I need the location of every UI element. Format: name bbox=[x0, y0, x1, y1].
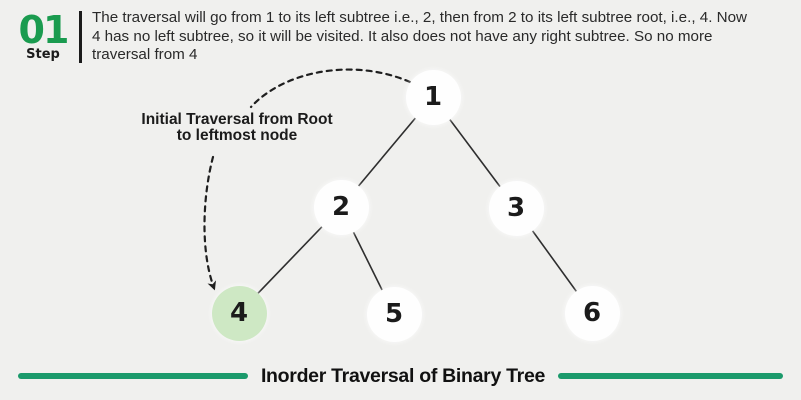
step-description: The traversal will go from 1 to its left… bbox=[92, 9, 747, 65]
vertical-divider bbox=[79, 11, 82, 63]
description-line-1: The traversal will go from 1 to its left… bbox=[92, 9, 748, 26]
traversal-arrow-upper-segment bbox=[249, 68, 412, 109]
tree-node-5: 5 bbox=[366, 286, 422, 342]
tree-node-6: 6 bbox=[564, 285, 620, 341]
annotation-line-2: to leftmost node bbox=[176, 126, 298, 144]
step-badge: 01 Step bbox=[17, 8, 70, 62]
description-line-2: 4 has no left subtree, so it will be vis… bbox=[92, 27, 713, 45]
footer-right-line bbox=[558, 373, 784, 379]
tree-node-3: 3 bbox=[488, 180, 544, 236]
traversal-annotation: Initial Traversal from Root to leftmost … bbox=[133, 112, 341, 143]
description-line-3: traversal from 4 bbox=[92, 46, 198, 64]
footer-title: Inorder Traversal of Binary Tree bbox=[260, 364, 546, 387]
tree-node-2: 2 bbox=[313, 179, 369, 235]
footer: Inorder Traversal of Binary Tree bbox=[0, 362, 801, 390]
footer-left-line bbox=[17, 373, 248, 379]
traversal-arrow-lower-segment bbox=[203, 155, 216, 291]
step-label: Step bbox=[26, 47, 60, 62]
tree-node-4: 4 bbox=[211, 285, 267, 341]
tree-node-1: 1 bbox=[405, 69, 461, 125]
header: 01 Step The traversal will go from 1 to … bbox=[0, 0, 801, 65]
annotation-line-1: Initial Traversal from Root bbox=[141, 111, 333, 128]
step-number: 01 bbox=[18, 8, 70, 52]
